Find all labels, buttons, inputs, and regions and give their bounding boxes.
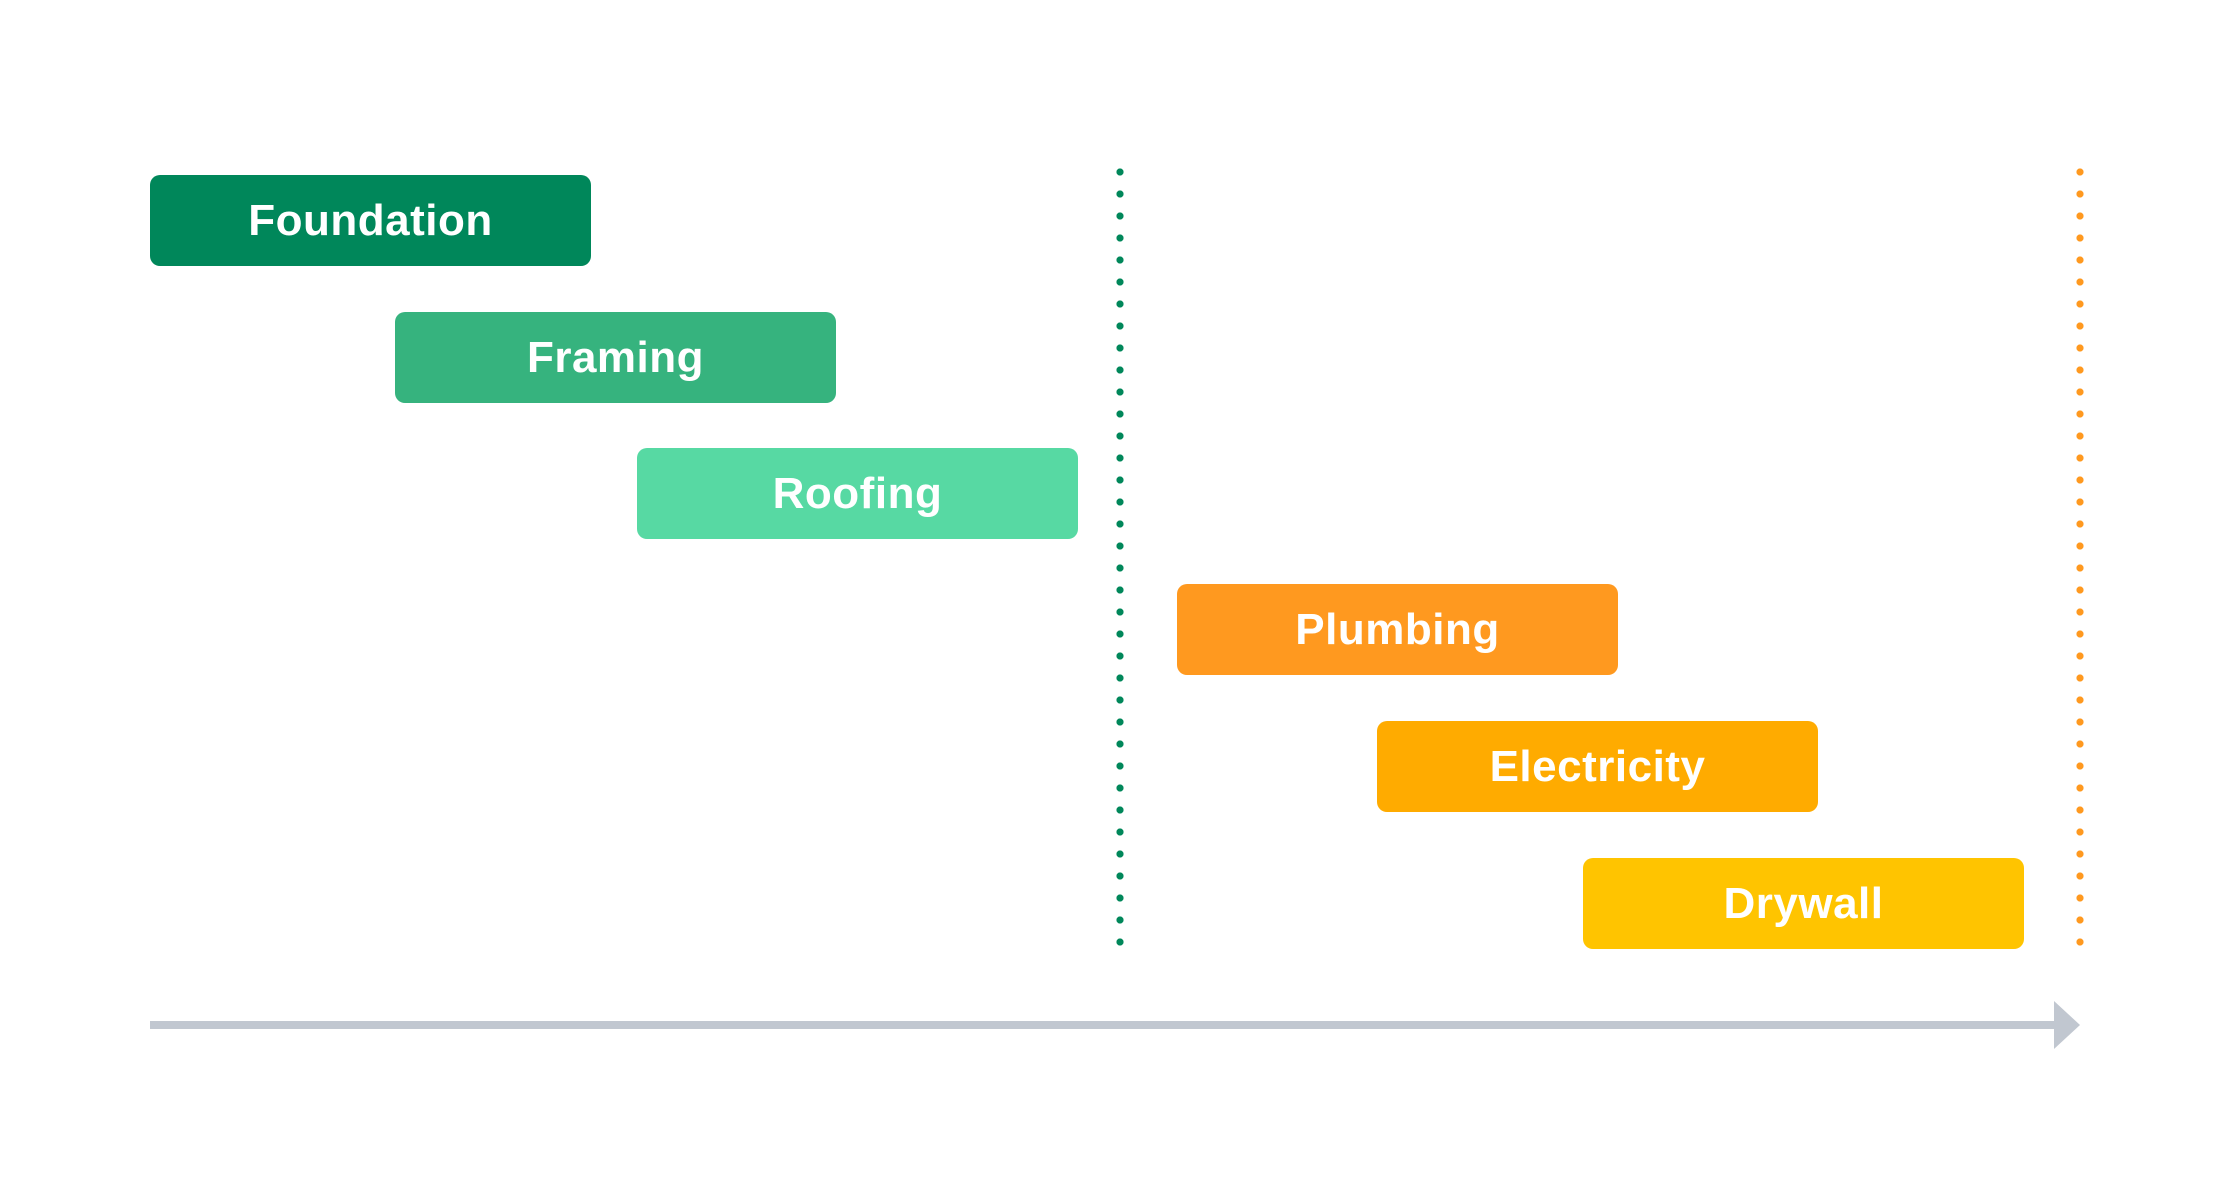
task-bar-roofing[interactable]: Roofing — [637, 448, 1078, 539]
task-label: Framing — [526, 332, 705, 382]
task-bar-drywall[interactable]: Drywall — [1583, 858, 2024, 949]
task-label: Drywall — [1723, 878, 1884, 928]
task-bar-electricity[interactable]: Electricity — [1377, 721, 1818, 812]
task-label: Plumbing — [1295, 604, 1500, 654]
task-label: Foundation — [248, 195, 493, 245]
timeline-axis-line — [150, 1021, 2054, 1029]
timeline-axis-arrowhead-icon — [2054, 1001, 2080, 1049]
task-label: Electricity — [1489, 741, 1706, 791]
task-bar-plumbing[interactable]: Plumbing — [1177, 584, 1618, 675]
task-bar-foundation[interactable]: Foundation — [150, 175, 591, 266]
task-label: Roofing — [772, 468, 943, 518]
milestone-line-orange — [2076, 168, 2084, 950]
milestone-line-green — [1116, 168, 1124, 950]
task-bar-framing[interactable]: Framing — [395, 312, 836, 403]
